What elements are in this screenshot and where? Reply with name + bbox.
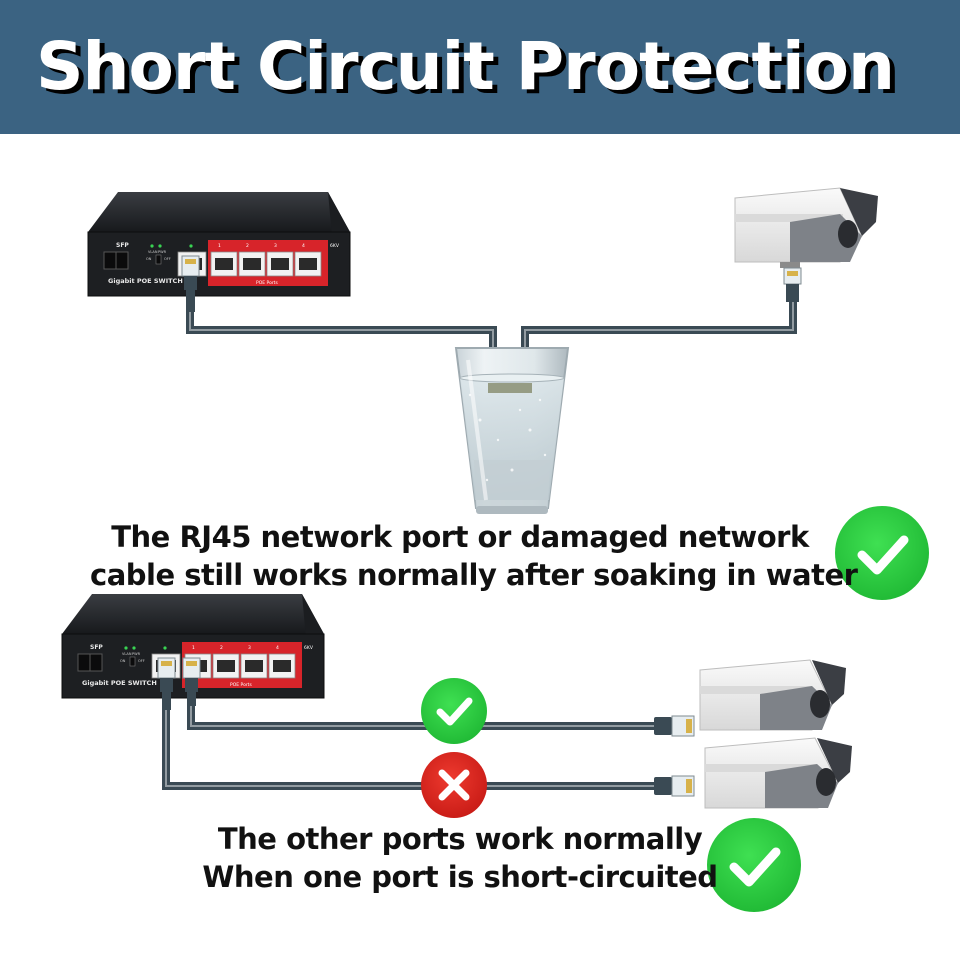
cable-shorted-port [162,710,660,790]
svg-text:3: 3 [248,645,251,651]
rj45-plug-camera-a [654,715,695,737]
svg-text:1: 1 [192,645,195,651]
ip-camera-b [704,737,852,809]
submerged-rj45-joint [488,383,532,393]
svg-text:2: 2 [220,645,223,651]
cable-highlight-1 [189,312,494,382]
check-circle-icon [421,678,487,744]
off-label: OFF [138,659,145,663]
surge-label: 6KV [330,243,340,249]
svg-text:3: 3 [274,243,277,249]
switch-model-label: Gigabit POE SWITCH [108,277,183,285]
uplink-led [189,244,193,248]
poe-ports-label: POE Ports [230,682,252,688]
check-circle-icon [707,818,801,912]
caption-short-line-1: The other ports work normally [217,822,703,856]
caption-short-line-2: When one port is short-circuited [202,860,718,894]
caption-water-test: The RJ45 network port or damaged network… [90,518,858,594]
caption-water-line-2: cable still works normally after soaking… [90,558,858,592]
svg-text:1: 1 [218,243,221,249]
vlan-led [150,244,154,248]
poe-ports-label: POE Ports [256,280,278,286]
check-circle-icon [835,506,929,600]
rj45-plug-switch-top [181,255,200,312]
pwr-led [158,244,162,248]
cable-working-port [187,706,660,730]
pwr-label: PWR [132,652,141,656]
svg-text:4: 4 [302,243,305,249]
switch-model-label: Gigabit POE SWITCH [82,679,157,687]
sfp-label: SFP [90,644,103,651]
cable-switch-to-glass [186,312,497,382]
caption-short-circuit: The other ports work normally When one p… [190,820,730,896]
caption-water-line-1: The RJ45 network port or damaged network [111,520,809,554]
poe-port-numbers: 1 2 3 4 [192,645,279,651]
uplink-led [163,646,167,650]
vlan-label: VLAN [122,652,132,656]
page-title: Short Circuit Protection [36,28,895,105]
water-glass [454,347,570,514]
rj45-plug-port1-bottom [182,657,201,706]
svg-text:4: 4 [276,645,279,651]
on-label: ON [146,257,152,261]
pwr-led [132,646,136,650]
rj45-plug-camera-b [654,775,695,797]
ip-camera-a [699,659,846,731]
x-circle-icon [421,752,487,818]
on-label: ON [120,659,126,663]
rj45-plug-uplink-bottom [157,657,176,710]
pwr-label: PWR [158,250,167,254]
vlan-toggle [155,254,162,265]
vlan-led [124,646,128,650]
poe-port-numbers: 1 2 3 4 [218,243,305,249]
ip-camera-top [734,187,878,268]
svg-text:2: 2 [246,243,249,249]
sfp-label: SFP [116,242,129,249]
vlan-toggle [129,656,136,667]
rj45-plug-camera-top [783,267,802,302]
vlan-label: VLAN [148,250,158,254]
surge-label: 6KV [304,645,314,651]
off-label: OFF [164,257,171,261]
poe-switch-top: SFP Gigabit POE SWITCH VLAN PWR ON OFF 1… [87,192,351,297]
title-banner: Short Circuit Protection [0,0,960,134]
